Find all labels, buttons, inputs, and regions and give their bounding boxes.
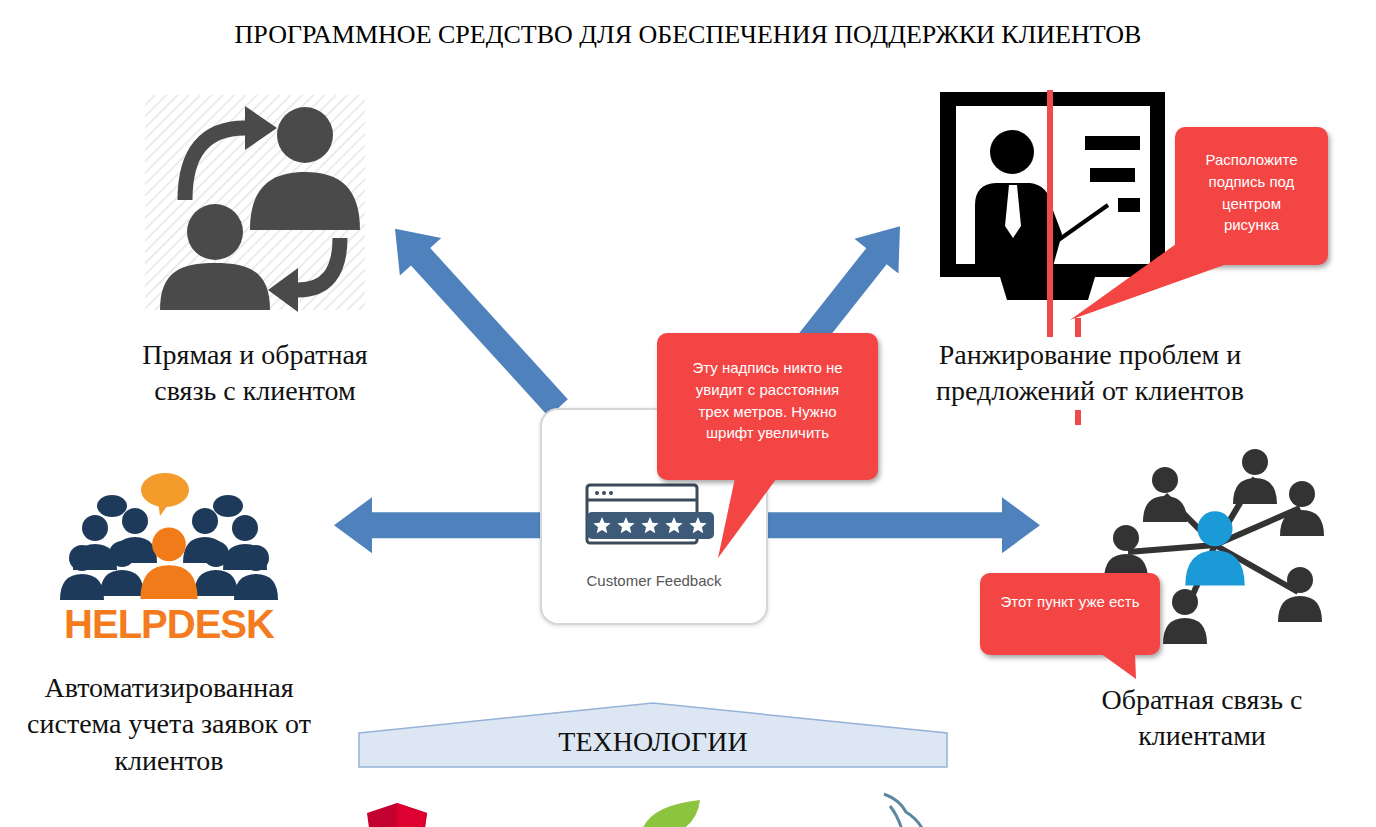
angular-logo-half [397,803,427,827]
chart-bar [1090,168,1135,182]
window-dot [595,491,599,495]
person-body [160,263,270,310]
window-dot [609,491,613,495]
network-person [1163,589,1207,644]
review-callout: Эту надпись никто не увидит с расстояния… [657,333,878,480]
logo-text: HELPDESK [4,600,334,648]
crowd-person [234,545,278,600]
review-mark-line [1047,90,1053,340]
network-link [1128,545,1215,552]
icon-ground [145,95,365,310]
feature-item: Прямая и обратная связь с клиентом [115,92,395,410]
app-name: Customer Feedback [542,572,766,590]
network-person [1143,467,1187,522]
person-body [250,172,360,230]
item-caption: Прямая и обратная связь с клиентом [115,337,395,410]
swap-arrow [185,128,245,200]
band-title: ТЕХНОЛОГИИ [358,724,948,760]
callout-text: Эту надпись никто не увидит с расстояния… [685,357,850,444]
swap-arrow [298,238,340,290]
spring-leaf-logo [640,800,700,827]
block-arrow [395,229,568,417]
chart-bar [1118,198,1140,212]
crowd-leader [140,528,197,600]
speech-bubble-tail [158,502,170,516]
rating-star [593,517,610,533]
callout-text: Этот пункт уже есть [1000,591,1140,613]
page-title: ПРОГРАММНОЕ СРЕДСТВО ДЛЯ ОБЕСПЕЧЕНИЯ ПОД… [0,20,1376,50]
network-person [1233,449,1277,504]
person-head [187,204,243,260]
rating-star [617,517,634,533]
pointer [1050,205,1108,246]
speech-bubble [213,495,243,517]
chart-bar [1085,136,1140,150]
item-caption: Обратная связь с клиентами [1040,682,1364,755]
presenter-tie [1005,185,1021,238]
network-person [1104,525,1148,580]
callout-tail [1100,653,1136,679]
block-arrow [334,497,540,553]
review-callout: Этот пункт уже есть [980,573,1160,655]
swap-arrow-head [245,106,277,150]
rating-star [689,517,706,533]
callout-tail [1070,239,1227,320]
window-dot [602,491,606,495]
item-caption: Автоматизированная система учета заявок … [4,670,334,779]
section-band: ТЕХНОЛОГИИ [358,702,948,768]
network-person [1280,481,1324,536]
crowd-person [60,545,104,600]
callout-tail-layer [1175,127,1176,128]
network-person [1278,567,1322,622]
band-outline [359,703,947,767]
callout-tail-layer [980,573,981,574]
speech-bubble [97,495,127,517]
network-center-person [1185,511,1244,585]
swap-arrow-head [268,268,298,312]
crowd-person [194,541,238,596]
window-bar [587,499,697,502]
callout-text: Расположите подпись под центром рисунка [1195,149,1308,236]
rating-star [665,517,682,533]
review-callout: Расположите подпись под центром рисунка [1175,127,1328,265]
callout-tail-layer [657,333,658,334]
block-arrow [768,497,1040,553]
angular-logo [367,803,427,827]
rating-star [641,517,658,533]
presenter-head [990,130,1034,174]
mysql-dolphin-logo [884,794,922,827]
crowd-person [100,541,144,596]
rating-bar [587,512,714,539]
speech-bubble [141,473,189,507]
person-head [277,107,333,163]
feature-item: HELPDESK Автоматизированная система учета… [4,470,334,779]
item-caption: Ранжирование проблем и предложений от кл… [900,337,1280,410]
